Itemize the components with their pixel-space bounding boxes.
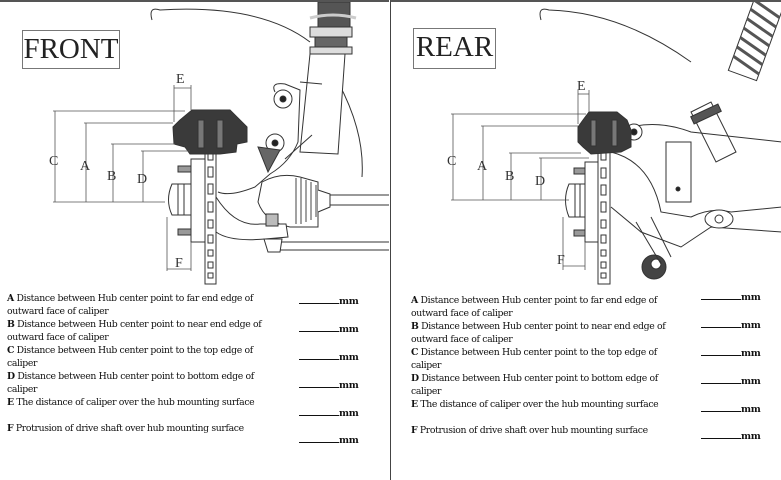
item-letter: F <box>7 423 14 434</box>
unit-label: mm <box>741 404 761 415</box>
measurement-input-f[interactable]: mm <box>299 433 359 448</box>
front-suspension-diagram: E C A B D F <box>49 2 389 285</box>
dim-label-c: C <box>49 154 58 169</box>
item-text: Distance between Hub center point to nea… <box>411 321 666 345</box>
item-text: Distance between Hub center point to the… <box>411 347 657 371</box>
hub-cap <box>168 183 192 216</box>
item-text: Distance between Hub center point to far… <box>7 293 254 317</box>
item-letter: E <box>7 397 14 408</box>
unit-label: mm <box>741 376 761 387</box>
dim-label-e: E <box>176 72 185 87</box>
measurement-item-a: A Distance between Hub center point to f… <box>411 292 781 321</box>
unit-label: mm <box>339 324 359 335</box>
measurement-input-e[interactable]: mm <box>299 406 359 421</box>
item-letter: C <box>411 347 419 358</box>
dim-label-e: E <box>577 79 586 94</box>
unit-label: mm <box>741 320 761 331</box>
brake-caliper <box>172 109 248 155</box>
measurement-item-c: C Distance between Hub center point to t… <box>7 345 387 371</box>
panel-title: FRONT <box>22 30 120 69</box>
measurement-input-e[interactable]: mm <box>701 402 761 417</box>
item-letter: D <box>7 371 15 382</box>
item-letter: B <box>411 321 419 332</box>
measurement-item-b: B Distance between Hub center point to n… <box>7 319 387 345</box>
measurement-item-b: B Distance between Hub center point to n… <box>411 318 781 347</box>
unit-label: mm <box>741 348 761 359</box>
brake-caliper <box>577 111 632 155</box>
dim-label-d: D <box>535 174 545 189</box>
measurement-item-d: D Distance between Hub center point to b… <box>7 371 387 397</box>
unit-label: mm <box>339 435 359 446</box>
item-letter: C <box>7 345 15 356</box>
measurement-list: A Distance between Hub center point to f… <box>7 293 387 449</box>
measurement-item-e: E The distance of caliper over the hub m… <box>411 399 781 425</box>
item-text: Protrusion of drive shaft over hub mount… <box>15 423 244 434</box>
measurement-item-f: F Protrusion of drive shaft over hub mou… <box>411 425 781 451</box>
dim-label-b: B <box>505 169 514 184</box>
item-text: Distance between Hub center point to nea… <box>7 319 262 343</box>
item-text: Distance between Hub center point to the… <box>7 345 253 369</box>
measurement-input-b[interactable]: mm <box>701 318 761 333</box>
hub-flange <box>584 161 599 243</box>
measurement-input-b[interactable]: mm <box>299 322 359 337</box>
item-text: The distance of caliper over the hub mou… <box>16 397 255 408</box>
measurement-item-c: C Distance between Hub center point to t… <box>411 347 781 373</box>
item-text: Distance between Hub center point to far… <box>411 295 658 319</box>
item-text: The distance of caliper over the hub mou… <box>420 399 659 410</box>
item-text: Distance between Hub center point to bot… <box>411 373 658 397</box>
unit-label: mm <box>741 431 761 442</box>
unit-label: mm <box>339 352 359 363</box>
measurement-list: A Distance between Hub center point to f… <box>411 292 781 451</box>
item-letter: D <box>411 373 419 384</box>
coil-spring <box>727 2 781 82</box>
measurement-input-d[interactable]: mm <box>299 378 359 393</box>
measurement-input-f[interactable]: mm <box>701 429 761 444</box>
unit-label: mm <box>339 380 359 391</box>
front-panel: E C A B D F FRONT A Distance between Hub… <box>0 0 389 480</box>
dim-label-d: D <box>137 172 147 187</box>
measurement-item-d: D Distance between Hub center point to b… <box>411 373 781 399</box>
measurement-input-a[interactable]: mm <box>701 290 761 305</box>
measurement-item-f: F Protrusion of drive shaft over hub mou… <box>7 423 387 449</box>
unit-label: mm <box>741 292 761 303</box>
dim-label-c: C <box>447 154 456 169</box>
rear-suspension-diagram: E C A B D F <box>447 2 781 285</box>
item-letter: E <box>411 399 418 410</box>
measurement-input-a[interactable]: mm <box>299 294 359 309</box>
rear-panel: E C A B D F REAR A Distance between Hub … <box>390 0 781 480</box>
dim-label-a: A <box>477 159 488 174</box>
measurement-input-d[interactable]: mm <box>701 374 761 389</box>
measurement-item-e: E The distance of caliper over the hub m… <box>7 397 387 423</box>
item-letter: A <box>7 293 14 304</box>
measurement-input-c[interactable]: mm <box>701 346 761 361</box>
item-letter: B <box>7 319 15 330</box>
hub-flange <box>190 158 206 243</box>
item-letter: F <box>411 425 418 436</box>
dim-label-f: F <box>175 256 183 271</box>
unit-label: mm <box>339 296 359 307</box>
panel-title: REAR <box>413 28 496 69</box>
dim-label-b: B <box>107 169 116 184</box>
dim-label-a: A <box>80 159 91 174</box>
item-text: Protrusion of drive shaft over hub mount… <box>419 425 648 436</box>
measurement-input-c[interactable]: mm <box>299 350 359 365</box>
item-letter: A <box>411 295 418 306</box>
item-text: Distance between Hub center point to bot… <box>7 371 254 395</box>
unit-label: mm <box>339 408 359 419</box>
dim-label-f: F <box>557 253 565 268</box>
measurement-item-a: A Distance between Hub center point to f… <box>7 293 387 319</box>
